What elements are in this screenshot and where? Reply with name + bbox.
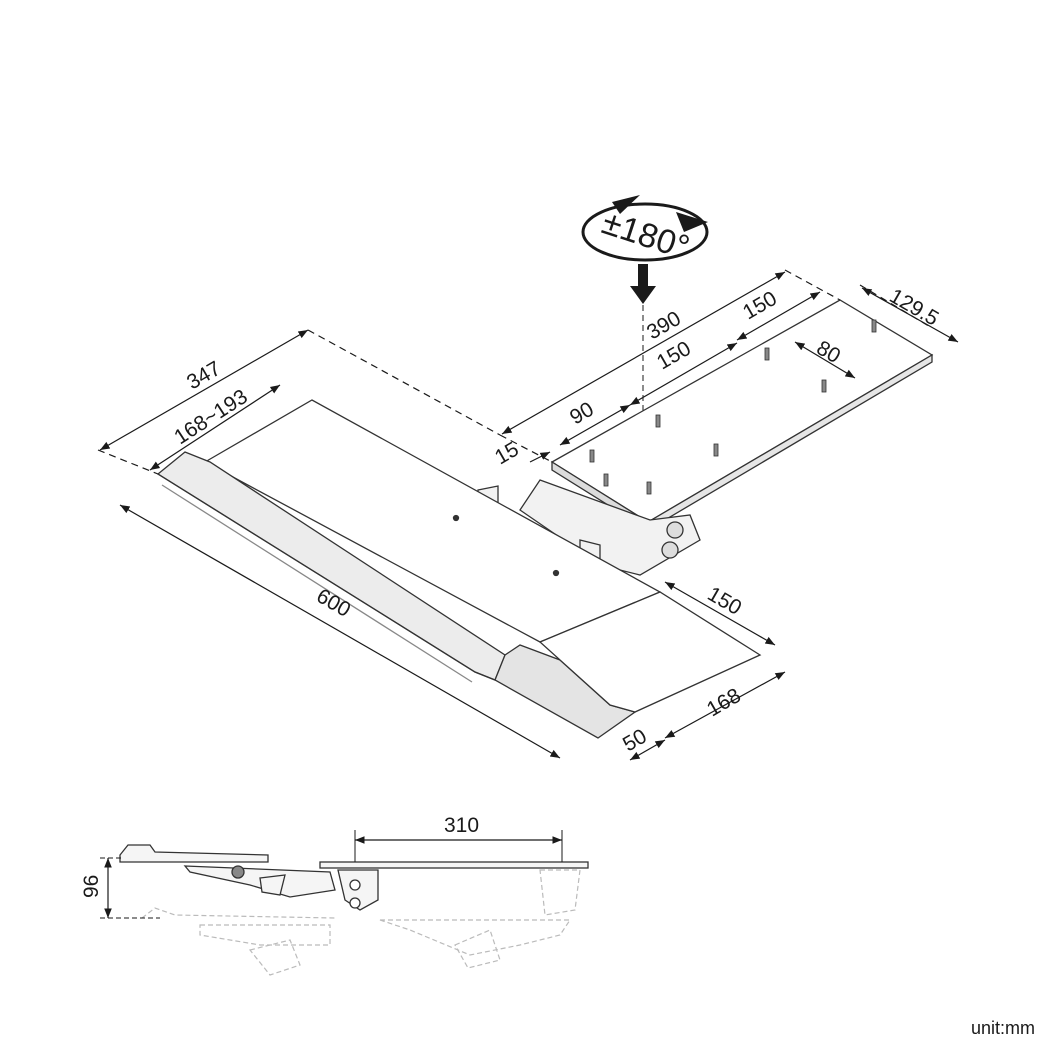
dim-label-129-5: 129.5 (886, 284, 943, 330)
pivot-knob-upper (666, 521, 684, 539)
rotation-arrow-left-icon (612, 195, 640, 214)
dim-label-168-193: 168~193 (170, 385, 252, 449)
dim-label-90: 90 (566, 398, 598, 430)
rotation-label: ±180° (598, 203, 694, 267)
down-arrow-icon (630, 264, 656, 304)
dim-label-168: 168 (703, 684, 745, 721)
side-view: 310 96 (80, 814, 589, 976)
dimension-lines (97, 269, 959, 761)
dim-label-150-pad: 150 (704, 582, 746, 619)
side-view-raised (119, 844, 589, 911)
dim-line-168 (664, 671, 786, 739)
dim-line-50 (629, 739, 666, 761)
dim-label-15: 15 (491, 438, 523, 470)
dim-line-15 (529, 451, 551, 463)
mounting-plate (550, 299, 934, 532)
dim-label-310: 310 (444, 814, 479, 837)
arm-mechanism (477, 479, 701, 576)
pivot-knob-lower (661, 541, 679, 559)
unit-label: unit:mm (970, 1018, 1035, 1038)
side-view-lowered-ghost (141, 869, 581, 976)
dim-line-129-5 (861, 287, 959, 343)
side-pivot-upper (349, 879, 361, 891)
dim-line-150-b (629, 342, 738, 406)
dim-line-80 (794, 341, 856, 379)
dim-line-600 (119, 504, 561, 759)
side-pivot-lower (349, 897, 361, 909)
rotation-arrow-right-icon (676, 212, 708, 232)
rotation-ellipse (581, 202, 709, 262)
dim-line-168-193 (149, 384, 281, 471)
dim-line-90 (559, 404, 631, 446)
dim-label-347: 347 (183, 357, 225, 394)
dim-label-50: 50 (619, 725, 651, 757)
dim-line-150-pad (664, 581, 776, 646)
dim-line-150-a (736, 291, 821, 341)
dim-label-150-b: 150 (653, 337, 695, 374)
dim-label-96: 96 (80, 875, 103, 898)
